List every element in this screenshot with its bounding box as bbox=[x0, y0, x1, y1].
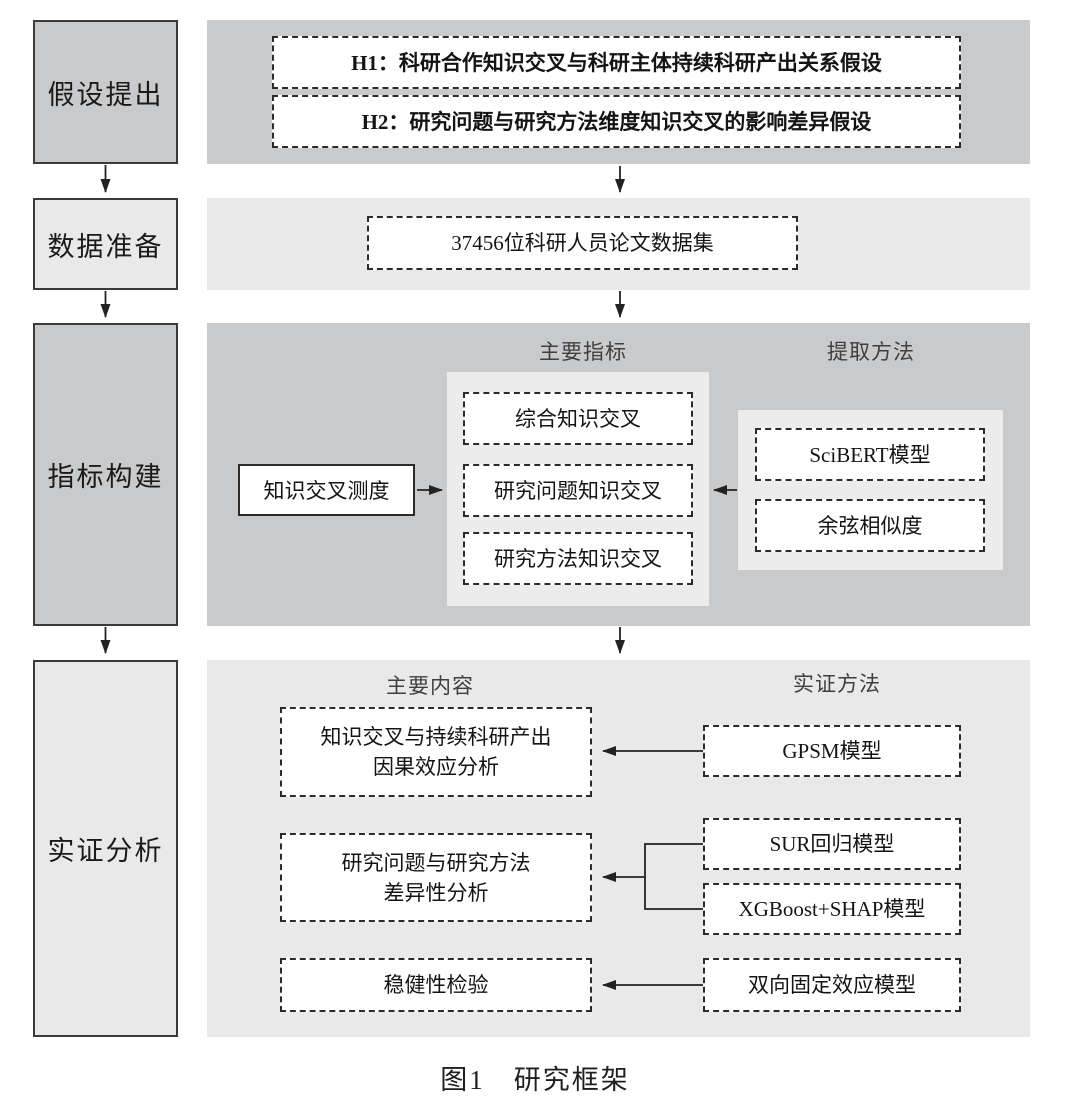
stage-box-hypothesis: 假设提出 bbox=[33, 20, 178, 164]
hypothesis-h2-box: H2：研究问题与研究方法维度知识交叉的影响差异假设 bbox=[272, 95, 961, 148]
figure-caption: 图1 研究框架 bbox=[440, 1065, 630, 1095]
stage-box-empirical: 实证分析 bbox=[33, 660, 178, 1037]
cosine-similarity-box: 余弦相似度 bbox=[755, 499, 985, 552]
method-box-gpsm: GPSM模型 bbox=[703, 725, 961, 777]
indicator-box-method: 研究方法知识交叉 bbox=[463, 532, 693, 585]
stage-box-data: 数据准备 bbox=[33, 198, 178, 290]
content-box-causal-effect: 知识交叉与持续科研产出 因果效应分析 bbox=[280, 707, 592, 797]
method-box-sur: SUR回归模型 bbox=[703, 818, 961, 870]
content-box-difference-analysis: 研究问题与研究方法 差异性分析 bbox=[280, 833, 592, 922]
empirical-method-column-header: 实证方法 bbox=[793, 672, 881, 696]
dataset-box: 37456位科研人员论文数据集 bbox=[367, 216, 798, 270]
indicator-box-overall: 综合知识交叉 bbox=[463, 392, 693, 445]
scibert-box: SciBERT模型 bbox=[755, 428, 985, 481]
stage-box-indicator: 指标构建 bbox=[33, 323, 178, 626]
hypothesis-h1-box: H1：科研合作知识交叉与科研主体持续科研产出关系假设 bbox=[272, 36, 961, 89]
content-box-robustness-test: 稳健性检验 bbox=[280, 958, 592, 1012]
knowledge-measure-box: 知识交叉测度 bbox=[238, 464, 415, 516]
method-box-twoway-fe: 双向固定效应模型 bbox=[703, 958, 961, 1012]
indicator-column-header: 主要指标 bbox=[539, 340, 627, 364]
content-column-header: 主要内容 bbox=[386, 674, 474, 698]
method-box-xgboost-shap: XGBoost+SHAP模型 bbox=[703, 883, 961, 935]
extraction-column-header: 提取方法 bbox=[827, 340, 915, 364]
indicator-box-question: 研究问题知识交叉 bbox=[463, 464, 693, 517]
